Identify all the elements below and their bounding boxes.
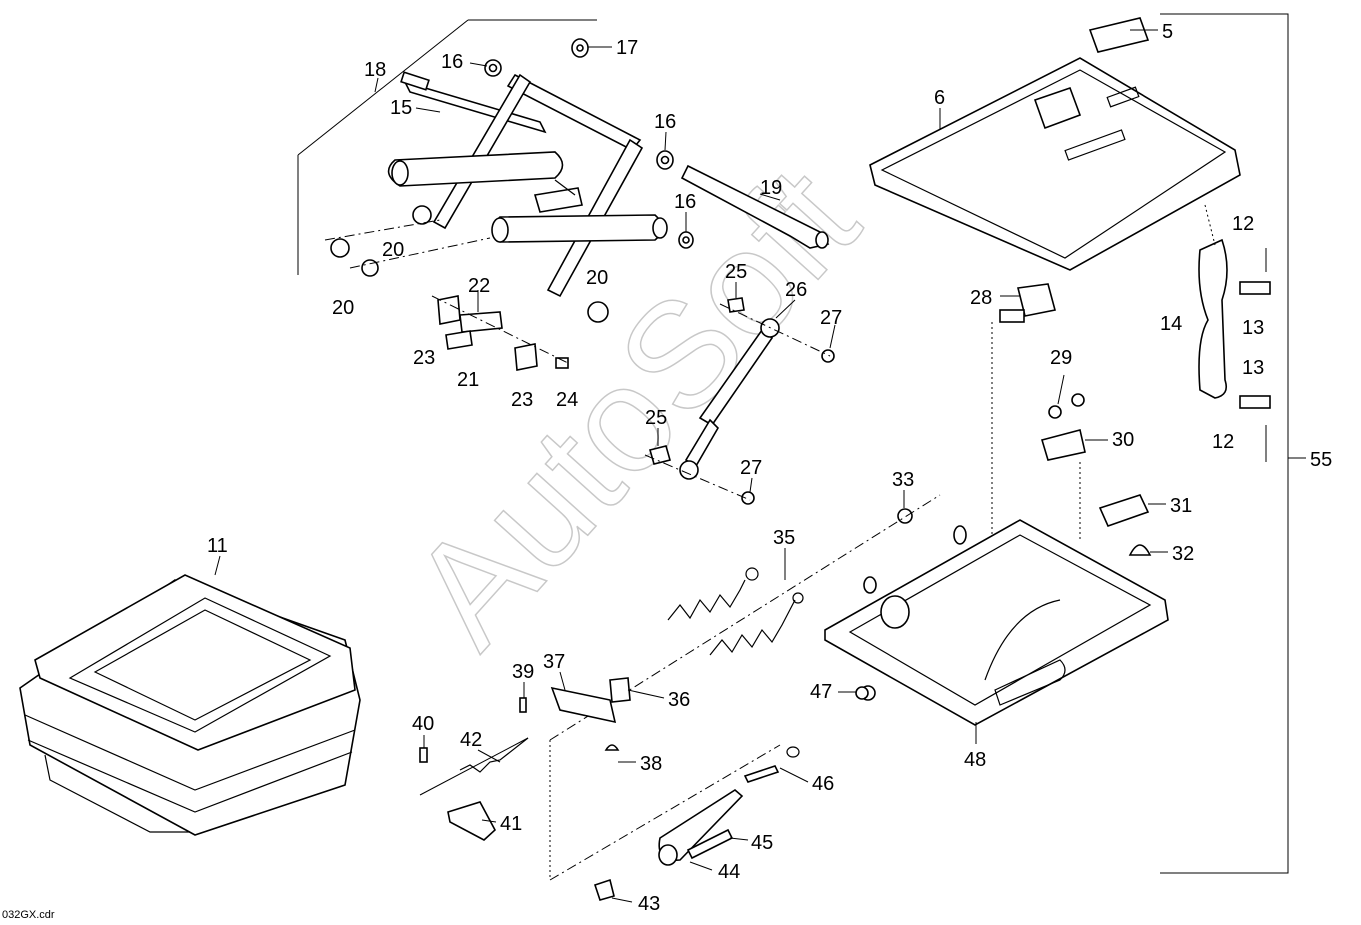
bushing-20a <box>412 205 432 225</box>
callout-5: 5 <box>1162 21 1173 43</box>
callout-48: 48 <box>964 749 986 771</box>
callout-20-a: 20 <box>382 239 404 261</box>
washer-17 <box>571 38 589 58</box>
callout-17: 17 <box>616 37 638 59</box>
callout-29: 29 <box>1050 347 1072 369</box>
callout-30: 30 <box>1112 429 1134 451</box>
callout-19: 19 <box>760 177 782 199</box>
callout-45: 45 <box>751 832 773 854</box>
callout-36: 36 <box>668 689 690 711</box>
bushing-16b <box>656 150 674 170</box>
callout-23-b: 23 <box>511 389 533 411</box>
callout-6: 6 <box>934 87 945 109</box>
callout-14: 14 <box>1160 313 1182 335</box>
lower-small-parts <box>991 283 1152 620</box>
callout-labels: 5 6 11 12 12 13 13 14 15 16 16 16 17 18 … <box>207 21 1332 915</box>
top-plate <box>869 17 1241 271</box>
callout-21: 21 <box>457 369 479 391</box>
bushing-16a <box>484 59 502 77</box>
callout-42: 42 <box>460 729 482 751</box>
bracket-55 <box>1160 13 1306 874</box>
callout-25-a: 25 <box>725 261 747 283</box>
base-frame <box>824 519 1169 726</box>
callout-22: 22 <box>468 275 490 297</box>
callout-46: 46 <box>812 773 834 795</box>
bushing-16c <box>678 231 694 249</box>
bracket-18 <box>297 19 597 275</box>
springs <box>549 494 941 881</box>
file-name: 032GX.cdr <box>2 909 55 921</box>
callout-23-a: 23 <box>413 347 435 369</box>
callout-27-b: 27 <box>740 457 762 479</box>
callout-15: 15 <box>390 97 412 119</box>
side-strap <box>1198 204 1271 462</box>
callout-47: 47 <box>810 681 832 703</box>
callout-16-b: 16 <box>654 111 676 133</box>
latch-parts <box>431 295 571 371</box>
callout-31: 31 <box>1170 495 1192 517</box>
gas-spring <box>644 297 835 505</box>
callout-12-top: 12 <box>1232 213 1254 235</box>
lever-parts <box>419 686 869 901</box>
scissor-mechanism <box>324 38 830 323</box>
callout-38: 38 <box>640 753 662 775</box>
callout-20-c: 20 <box>586 267 608 289</box>
callout-27-a: 27 <box>820 307 842 329</box>
callout-35: 35 <box>773 527 795 549</box>
callout-28: 28 <box>970 287 992 309</box>
callout-25-b: 25 <box>645 407 667 429</box>
callout-33: 33 <box>892 469 914 491</box>
callout-11: 11 <box>207 535 228 557</box>
callout-13-top: 13 <box>1242 317 1264 339</box>
callout-24: 24 <box>556 389 578 411</box>
callout-16-c: 16 <box>674 191 696 213</box>
callout-18: 18 <box>364 59 386 81</box>
callout-55: 55 <box>1310 449 1332 471</box>
callout-39: 39 <box>512 661 534 683</box>
callout-16-a: 16 <box>441 51 463 73</box>
callout-12-bottom: 12 <box>1212 431 1234 453</box>
callout-40: 40 <box>412 713 434 735</box>
seat-cushion <box>19 574 361 836</box>
callout-13-bottom: 13 <box>1242 357 1264 379</box>
callout-43: 43 <box>638 893 660 915</box>
callout-32: 32 <box>1172 543 1194 565</box>
callout-44: 44 <box>718 861 740 883</box>
callout-26: 26 <box>785 279 807 301</box>
bushing-20b <box>330 238 350 258</box>
bushing-20d <box>587 301 609 323</box>
bushing-20c <box>361 259 379 277</box>
callout-37: 37 <box>543 651 565 673</box>
leader-lines <box>214 29 1168 903</box>
callout-41: 41 <box>500 813 522 835</box>
callout-20-b: 20 <box>332 297 354 319</box>
